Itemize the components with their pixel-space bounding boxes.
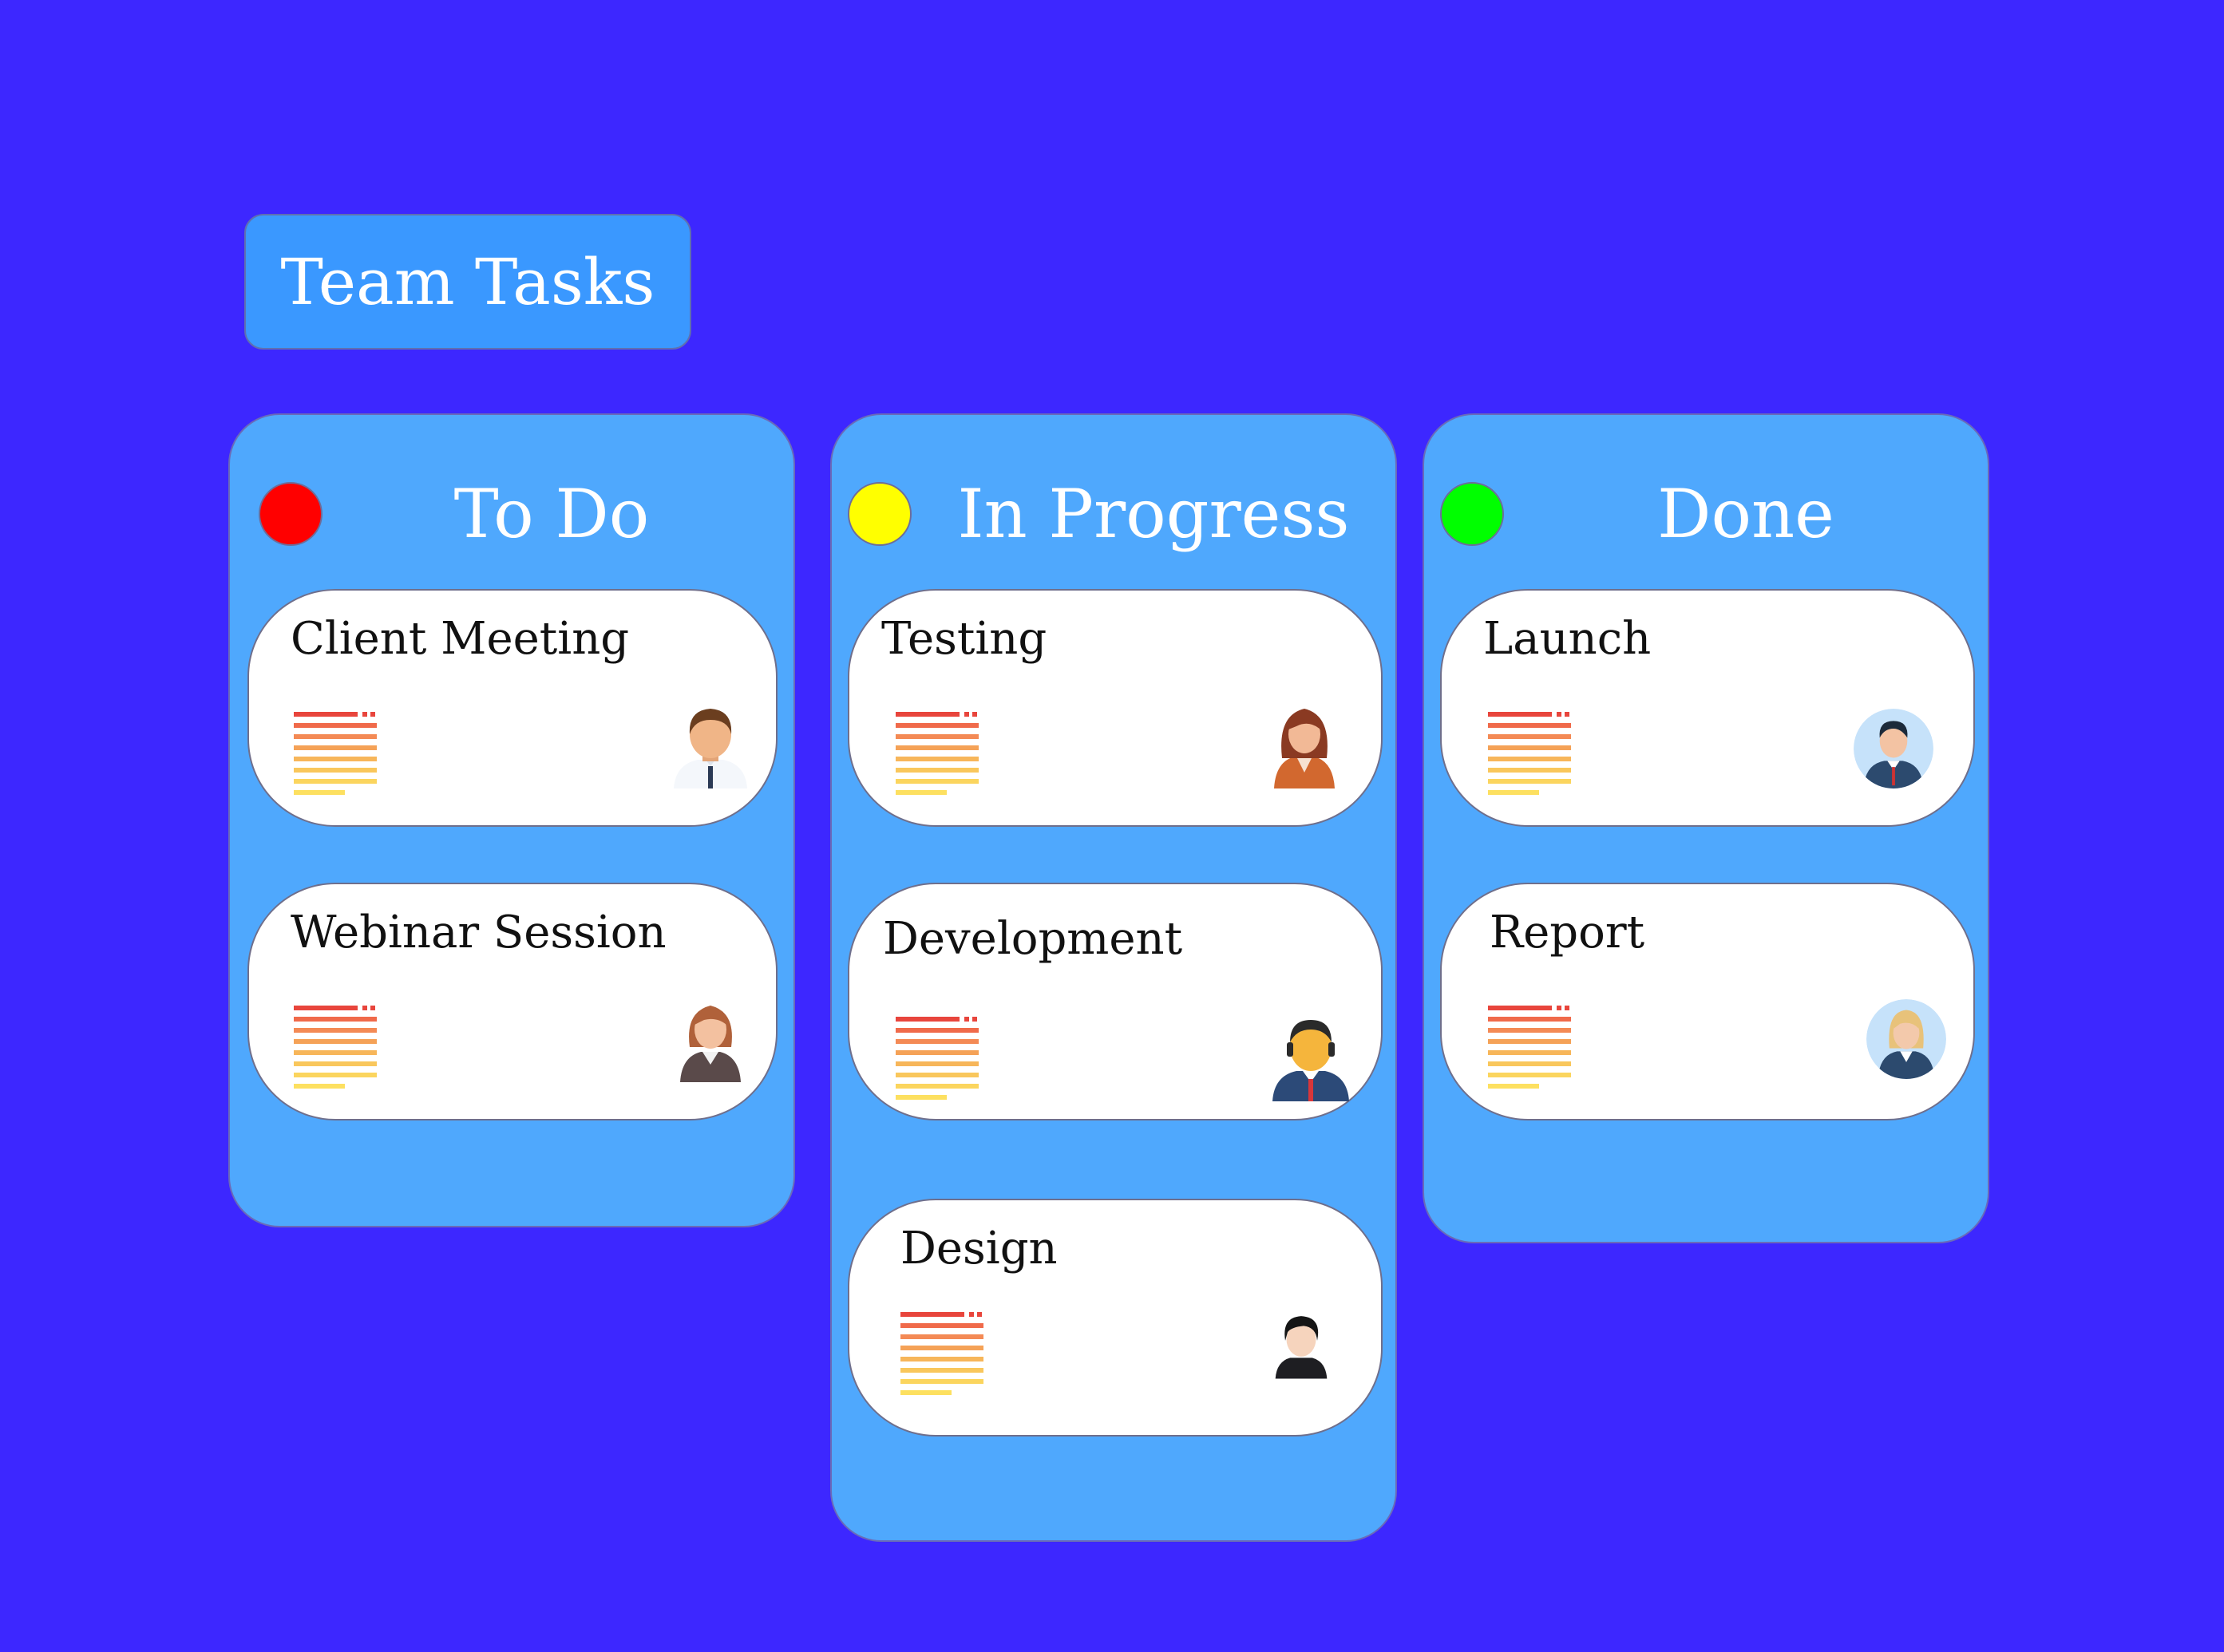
task-card-launch[interactable]: Launch [1440,589,1975,827]
woman-suit-icon [680,1006,741,1082]
woman-orange-jacket-icon [1274,709,1335,788]
task-card-client-meeting[interactable]: Client Meeting [247,589,778,827]
document-lines-icon [294,712,377,795]
board-title: Team Tasks [280,244,655,319]
column-title: To Do [453,475,650,553]
column-done: Done Launch Report [1423,413,1989,1243]
column-header: To Do [230,450,793,578]
task-card-design[interactable]: Design [848,1199,1383,1437]
man-circle-avatar-icon [1854,709,1933,788]
document-lines-icon [900,1312,983,1395]
man-headset-icon [1272,1020,1349,1101]
document-lines-icon [1488,1006,1571,1089]
task-title: Report [1490,907,1645,958]
column-in-progress: In Progress Testing Development [830,413,1397,1542]
man-shirt-tie-icon [674,709,747,788]
task-title: Launch [1483,613,1652,665]
column-title: Done [1657,475,1834,553]
status-dot-yellow-icon [848,482,912,546]
woman-circle-avatar-icon [1866,999,1946,1079]
task-card-report[interactable]: Report [1440,883,1975,1120]
task-title: Testing [881,613,1047,665]
column-header: In Progress [832,450,1395,578]
status-dot-green-icon [1440,482,1504,546]
task-title: Design [900,1223,1058,1275]
document-lines-icon [294,1006,377,1089]
column-to-do: To Do Client Meeting Webinar Session [228,413,795,1227]
man-dark-hair-icon [1275,1316,1328,1379]
task-title: Development [883,913,1183,965]
document-lines-icon [1488,712,1571,795]
board-title-button[interactable]: Team Tasks [244,214,691,350]
status-dot-red-icon [259,482,323,546]
column-header: Done [1424,450,1988,578]
column-title: In Progress [957,475,1350,553]
task-title: Client Meeting [291,613,630,665]
task-card-webinar-session[interactable]: Webinar Session [247,883,778,1120]
task-card-testing[interactable]: Testing [848,589,1383,827]
task-title: Webinar Session [291,907,667,958]
document-lines-icon [896,1017,979,1100]
task-card-development[interactable]: Development [848,883,1383,1120]
document-lines-icon [896,712,979,795]
